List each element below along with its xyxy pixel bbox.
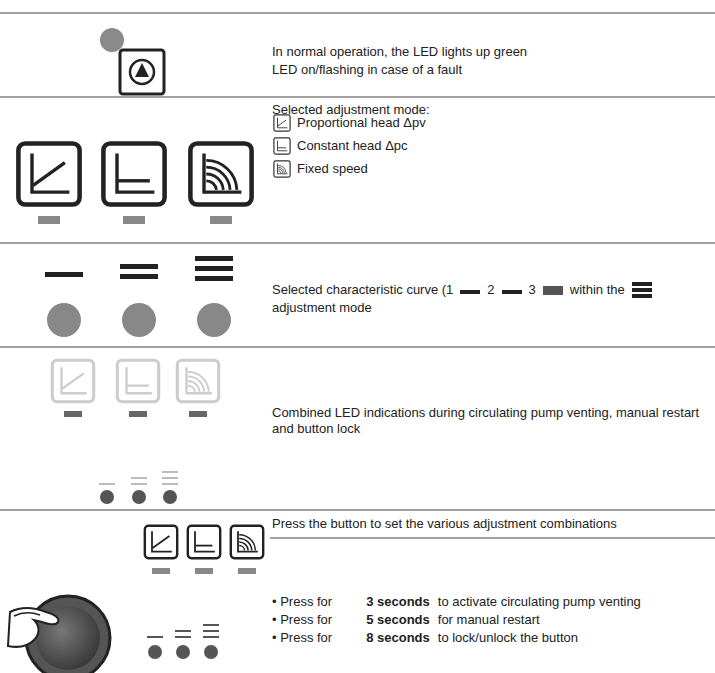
text-line: • Press for 3 seconds to activate circulat… (272, 594, 641, 610)
description-text: 3 (529, 282, 536, 298)
curve-symbol (459, 280, 481, 300)
text-line: • Press for 5 seconds for manual restart (272, 612, 540, 628)
duration-label: 3 seconds (366, 594, 430, 610)
description-text: • Press for (272, 612, 332, 628)
description-text: Fixed speed (297, 161, 368, 177)
duration-label: 8 seconds (366, 630, 430, 646)
text-line: • Press for 8 seconds to lock/unlock the b… (272, 630, 578, 646)
description-text: 2 (487, 282, 494, 298)
curve-symbol (631, 280, 653, 300)
description-text: Constant head Δpc (297, 138, 408, 154)
description-text: • Press for (272, 630, 332, 646)
description-text: In normal operation, the LED lights up g… (272, 44, 527, 60)
description-text: • Press for (272, 594, 332, 610)
description-text: within the (570, 282, 625, 298)
curve-symbol (501, 280, 523, 300)
description-text: LED on/flashing in case of a fault (272, 62, 462, 78)
description-text: adjustment mode (272, 300, 372, 316)
description-text: to lock/unlock the button (438, 630, 578, 646)
description-text: for manual restart (438, 612, 540, 628)
description-text: Combined LED indications during circulat… (272, 405, 702, 437)
text-line: Selected characteristic curve (1 2 3 within… (272, 280, 653, 300)
description-text: Selected characteristic curve (1 (272, 282, 453, 298)
duration-label: 5 seconds (366, 612, 430, 628)
description-text: to activate circulating pump venting (438, 594, 641, 610)
description-text: Proportional head Δpv (297, 115, 426, 131)
description-text: Press the button to set the various adju… (272, 516, 617, 532)
curve-symbol (542, 280, 564, 300)
